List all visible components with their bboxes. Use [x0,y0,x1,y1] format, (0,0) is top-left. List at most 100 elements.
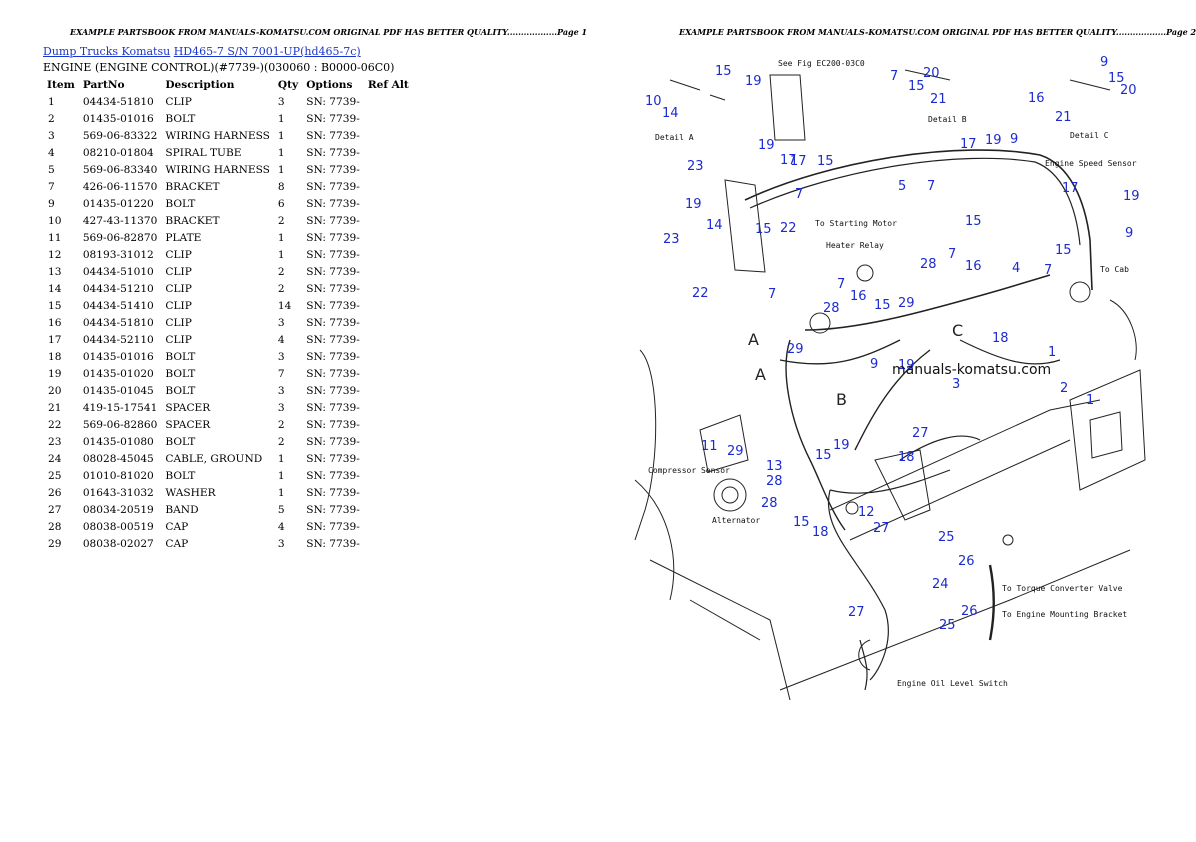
callout-number: 16 [850,289,867,304]
callout-number: 19 [898,358,915,373]
callout-number: 14 [706,218,723,233]
cell-item: 13 [48,265,62,278]
cell-item: 29 [48,537,62,550]
callout-number: 20 [923,66,940,81]
cell-description: SPACER [165,418,211,431]
cell-partno: 01435-01016 [82,112,154,125]
callout-number: 19 [685,197,702,212]
cell-ref-alt [364,246,413,263]
cell-description: BRACKET [165,214,220,227]
callout-number: 16 [965,259,982,274]
callout-number: 28 [920,257,937,272]
cell-partno: 01435-01016 [82,350,154,363]
section-title: ENGINE (ENGINE CONTROL)(#7739-)(030060 :… [43,61,395,74]
label-compressor: Compressor Sensor [648,466,730,475]
breadcrumb-link-model[interactable]: HD465-7 S/N 7001-UP(hd465-7c) [173,45,361,58]
cell-options: SN: 7739- [306,333,360,346]
breadcrumb: Dump Trucks Komatsu HD465-7 S/N 7001-UP(… [43,45,361,58]
callout-number: 7 [837,277,845,292]
cell-description: BOLT [165,197,196,210]
cell-ref-alt [364,110,413,127]
cell-partno: 08038-00519 [82,520,154,533]
label-starting-motor: To Starting Motor [815,219,897,228]
cell-options: SN: 7739- [306,299,360,312]
callout-number: 19 [1123,189,1140,204]
callout-number: 15 [965,214,982,229]
cell-ref-alt [364,365,413,382]
cell-partno: 08038-02027 [82,537,154,550]
cell-partno: 01435-01045 [82,384,154,397]
cell-ref-alt [364,484,413,501]
label-alternator: Alternator [712,516,760,525]
cell-qty: 3 [277,316,285,329]
cell-ref-alt [364,501,413,518]
cell-ref-alt [364,518,413,535]
cell-item: 4 [48,146,55,159]
cell-qty: 2 [277,214,285,227]
cell-qty: 5 [277,503,285,516]
cell-partno: 569-06-83340 [82,163,158,176]
callout-number: 20 [1120,83,1137,98]
cell-ref-alt [364,93,413,110]
cell-description: CLIP [165,299,192,312]
cell-options: SN: 7739- [306,418,360,431]
cell-options: SN: 7739- [306,435,360,448]
detail-letter: C [952,321,963,340]
cell-options: SN: 7739- [306,180,360,193]
callout-number: 29 [727,444,744,459]
cell-item: 14 [48,282,62,295]
callout-number: 19 [985,133,1002,148]
cell-qty: 4 [277,520,285,533]
detail-letter: A [748,330,759,349]
callout-number: 28 [823,301,840,316]
cell-item: 12 [48,248,62,261]
cell-description: CLIP [165,248,192,261]
label-mount-bracket: To Engine Mounting Bracket [1002,610,1127,619]
cell-partno: 569-06-82870 [82,231,158,244]
callout-number: 17 [960,137,977,152]
cell-description: CAP [165,520,189,533]
page-1-banner: EXAMPLE PARTSBOOK FROM MANUALS-KOMATSU.C… [70,27,588,37]
callout-number: 10 [645,94,662,109]
cell-description: BAND [165,503,199,516]
callout-number: 15 [815,448,832,463]
cell-qty: 2 [277,282,285,295]
cell-qty: 1 [277,231,285,244]
callout-number: 4 [1012,261,1020,276]
col-description: Description [165,79,235,91]
cell-item: 19 [48,367,62,380]
cell-item: 22 [48,418,62,431]
cell-ref-alt [364,467,413,484]
callout-number: 23 [687,159,704,174]
callout-number: 25 [938,530,955,545]
cell-qty: 2 [277,418,285,431]
callout-number: 19 [833,438,850,453]
cell-options: SN: 7739- [306,95,360,108]
cell-options: SN: 7739- [306,163,360,176]
callout-number: 7 [890,69,898,84]
callout-number: 24 [932,577,949,592]
cell-qty: 1 [277,469,285,482]
parts-table: Item PartNo Description Qty Options Ref … [43,77,413,552]
callout-number: 21 [1055,110,1072,125]
cell-description: BOLT [165,384,196,397]
callout-number: 27 [848,605,865,620]
cell-partno: 04434-51810 [82,316,154,329]
cell-ref-alt [364,280,413,297]
callout-number: 9 [1100,55,1108,70]
callout-number: 15 [817,154,834,169]
cell-options: SN: 7739- [306,486,360,499]
cell-ref-alt [364,331,413,348]
cell-qty: 1 [277,248,285,261]
breadcrumb-link-catalog[interactable]: Dump Trucks Komatsu [43,45,171,58]
cell-qty: 2 [277,265,285,278]
cell-partno: 427-43-11370 [82,214,158,227]
callout-number: 15 [793,515,810,530]
cell-ref-alt [364,229,413,246]
